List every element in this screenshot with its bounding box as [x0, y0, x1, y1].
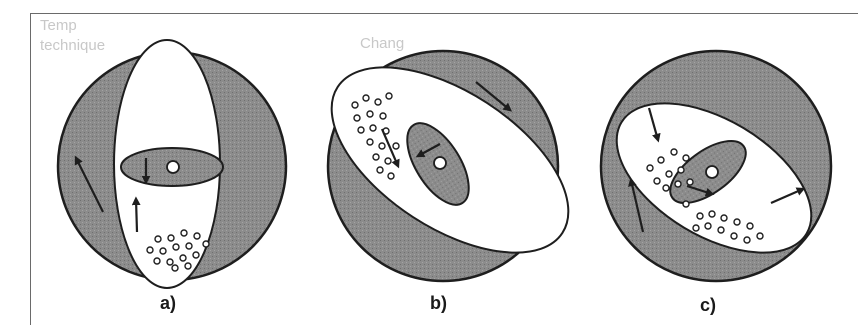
particles-b	[351, 92, 400, 180]
center-point-b	[433, 156, 447, 170]
panel-c: c)	[599, 49, 833, 315]
ghost-text-1: Temp	[40, 17, 77, 34]
panel-b: b)	[326, 49, 570, 313]
center-point-a	[166, 160, 180, 174]
core-arrow-c	[686, 184, 715, 197]
panel-label-b: b)	[430, 293, 447, 313]
ghost-text-3: Chang	[360, 35, 404, 52]
particles-a	[146, 229, 210, 272]
particle-arrow-a	[131, 196, 141, 233]
particles-c	[646, 148, 764, 244]
particle-arrow-c	[647, 107, 661, 143]
figure-frame	[30, 13, 858, 325]
center-point-c	[705, 165, 719, 179]
ghost-text-2: technique	[40, 37, 105, 54]
rotation-arrow-c	[628, 177, 645, 233]
outer-arrow-c	[770, 187, 806, 205]
rotation-arrow-a	[74, 155, 104, 213]
panel-label-a: a)	[160, 293, 176, 313]
panel-label-c: c)	[700, 295, 716, 315]
rotation-arrow-b	[475, 81, 513, 112]
particle-arrow-b	[380, 128, 400, 169]
panel-a: a)	[56, 39, 288, 313]
core-arrow-b	[415, 143, 441, 158]
